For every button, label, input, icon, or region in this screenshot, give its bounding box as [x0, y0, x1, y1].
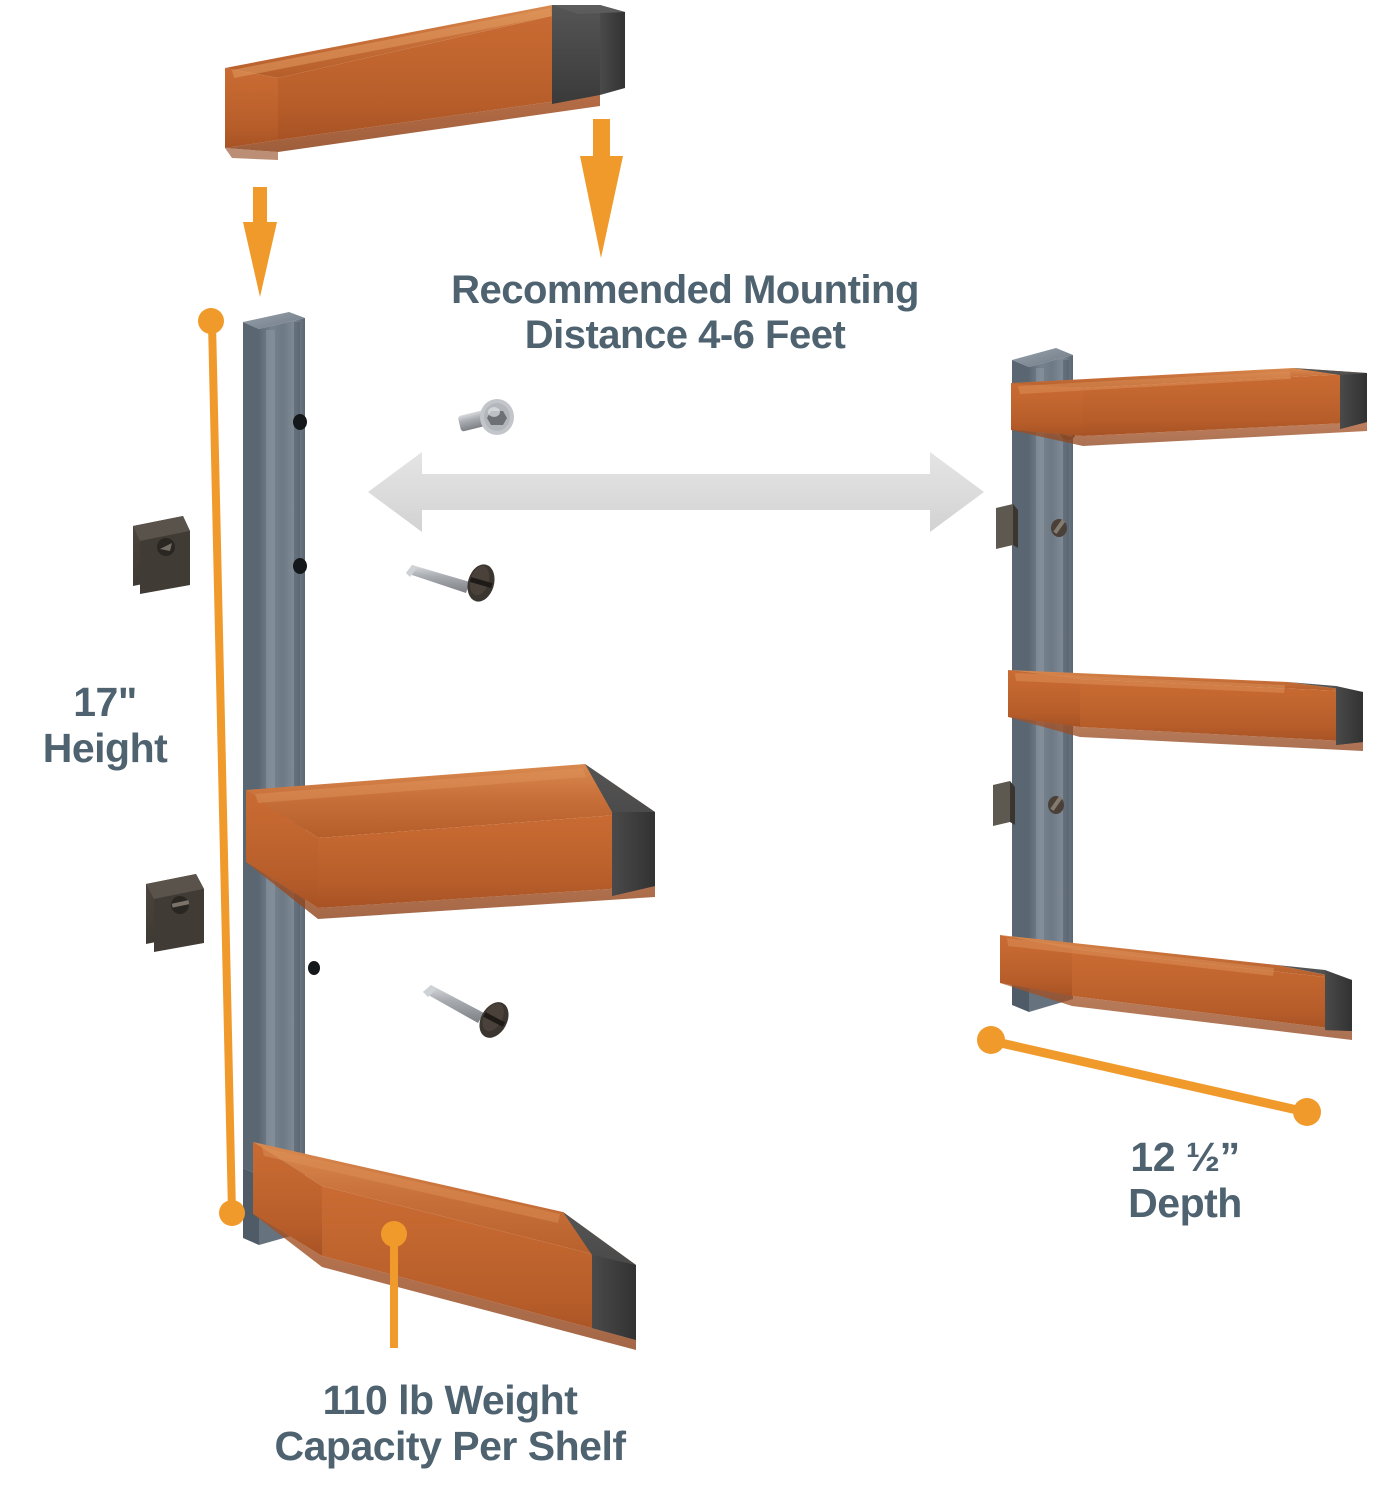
right-bracket-upper: [996, 504, 1018, 549]
left-shelf-arm-bottom: [253, 1142, 636, 1350]
depth-dimension-line: [977, 1026, 1321, 1126]
depth-caption: Depth: [1128, 1179, 1242, 1226]
weight-capacity-line1: 110 lb Weight: [322, 1377, 578, 1423]
left-shelf-arm-middle: [246, 764, 655, 919]
slotted-screw-lower-icon: [423, 985, 509, 1038]
mounting-distance-label: Recommended Mounting Distance 4-6 Feet: [355, 268, 1015, 358]
weight-capacity-label: 110 lb Weight Capacity Per Shelf: [160, 1377, 740, 1470]
height-value: 17": [73, 679, 137, 725]
mounting-distance-line2: Distance 4-6 Feet: [524, 312, 846, 357]
height-dimension-line: [198, 308, 245, 1226]
mounting-bracket-upper: [133, 516, 190, 594]
mounting-hole: [293, 558, 307, 574]
mounting-distance-arrow-icon: [368, 452, 984, 532]
right-bracket-lower: [993, 781, 1015, 826]
weight-capacity-line2: Capacity Per Shelf: [274, 1422, 626, 1469]
depth-label: 12 ½” Depth: [1045, 1134, 1325, 1227]
mounting-bracket-lower: [146, 874, 204, 952]
drop-arrow-right-icon: [580, 119, 623, 258]
slotted-screw-upper-icon: [406, 564, 495, 602]
mounting-hole: [293, 414, 307, 430]
right-shelf-arm-bottom: [1000, 935, 1352, 1040]
left-upright-post: [243, 312, 320, 1245]
depth-value: 12 ½”: [1130, 1134, 1240, 1180]
right-shelf-arm-top: [1011, 368, 1367, 446]
height-caption: Height: [42, 724, 168, 771]
height-label: 17" Height: [10, 679, 200, 772]
exploded-shelf-arm: [225, 5, 625, 160]
right-shelf-arm-middle: [1008, 670, 1363, 751]
mounting-distance-line1: Recommended Mounting: [451, 268, 919, 312]
drop-arrow-left-icon: [243, 187, 277, 297]
weight-callout-line: [381, 1221, 407, 1348]
hex-bolt-icon: [458, 399, 514, 435]
mounting-hole: [308, 961, 320, 975]
